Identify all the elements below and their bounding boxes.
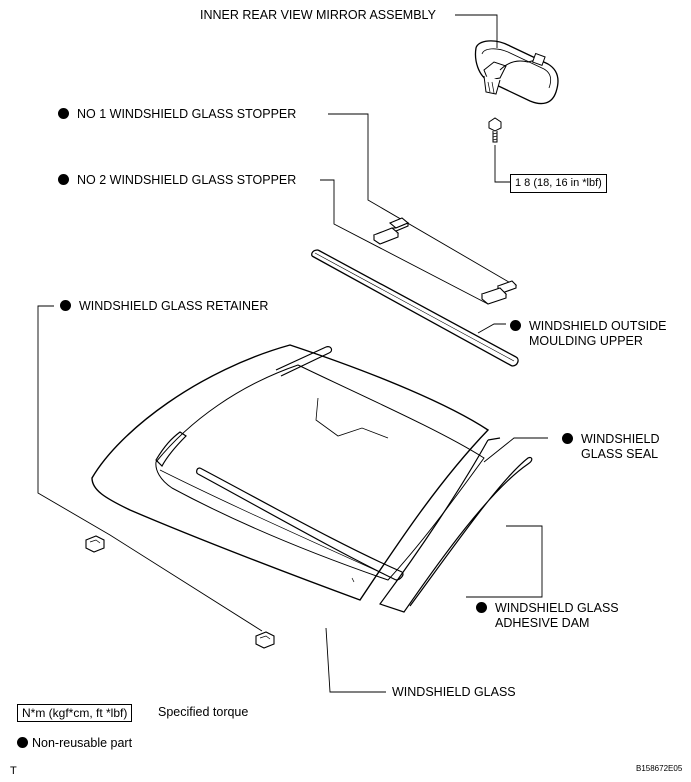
torque-spec-text: 1 8 (18, 16 in *lbf) — [515, 177, 602, 189]
windshield-glass — [91, 344, 490, 601]
label-stopper1: NO 1 WINDSHIELD GLASS STOPPER — [58, 107, 296, 122]
legend-torque-label: Specified torque — [158, 705, 249, 719]
legend-torque-unit: N*m (kgf*cm, ft *lbf) — [22, 706, 128, 720]
lower-strip — [196, 467, 404, 581]
legend-torque-text: Specified torque — [158, 705, 248, 720]
label-retainer-text: WINDSHIELD GLASS RETAINER — [79, 299, 269, 313]
retainer-leader — [37, 305, 263, 632]
label-adhesive-dam: WINDSHIELD GLASS ADHESIVE DAM — [476, 601, 619, 631]
moulding-leader — [477, 323, 506, 334]
non-reusable-dot-icon — [58, 108, 69, 119]
non-reusable-dot-icon — [60, 300, 71, 311]
screw — [488, 117, 502, 143]
label-glass-text: WINDSHIELD GLASS — [392, 685, 516, 699]
legend-torque-unit-box: N*m (kgf*cm, ft *lbf) — [17, 704, 133, 722]
corner-letter: T — [10, 764, 17, 779]
legend-nonreusable-label: Non-reusable part — [32, 736, 133, 750]
figure-code-text: B158672E05 — [636, 764, 683, 773]
torque-spec-box: 1 8 (18, 16 in *lbf) — [510, 174, 607, 193]
label-dam-line1: WINDSHIELD GLASS — [495, 601, 619, 615]
non-reusable-dot-icon — [17, 737, 28, 748]
retainer-clips — [85, 535, 275, 649]
stopper1-leader — [328, 113, 515, 286]
seal-leader — [483, 437, 548, 463]
label-moulding-line2: MOULDING UPPER — [529, 334, 643, 348]
non-reusable-dot-icon — [58, 174, 69, 185]
non-reusable-dot-icon — [510, 320, 521, 331]
label-mirror-text: INNER REAR VIEW MIRROR ASSEMBLY — [200, 8, 436, 22]
non-reusable-dot-icon — [476, 602, 487, 613]
non-reusable-dot-icon — [562, 433, 573, 444]
figure-code: B158672E05 — [636, 764, 682, 773]
label-stopper1-text: NO 1 WINDSHIELD GLASS STOPPER — [77, 107, 297, 121]
glass-seal — [379, 437, 533, 613]
stopper2-leader — [320, 179, 489, 305]
glass-retainer — [155, 346, 333, 467]
label-stopper2: NO 2 WINDSHIELD GLASS STOPPER — [58, 173, 296, 188]
label-seal-line2: GLASS SEAL — [581, 447, 659, 461]
moulding-upper — [311, 249, 519, 367]
dam-leader — [466, 525, 543, 598]
label-seal-line1: WINDSHIELD — [581, 432, 660, 446]
label-mirror-assembly: INNER REAR VIEW MIRROR ASSEMBLY — [200, 8, 436, 23]
label-windshield-glass: WINDSHIELD GLASS — [392, 685, 516, 700]
label-dam-line2: ADHESIVE DAM — [495, 616, 590, 630]
mirror-leader — [455, 14, 498, 48]
legend-nonreusable: Non-reusable part — [17, 736, 132, 751]
label-stopper2-text: NO 2 WINDSHIELD GLASS STOPPER — [77, 173, 297, 187]
stopper-pieces — [372, 217, 518, 305]
corner-letter-text: T — [10, 765, 17, 777]
label-moulding: WINDSHIELD OUTSIDE MOULDING UPPER — [510, 319, 667, 349]
rear-view-mirror — [474, 40, 559, 105]
glass-leader — [325, 627, 386, 693]
label-moulding-line1: WINDSHIELD OUTSIDE — [529, 319, 667, 333]
label-seal: WINDSHIELD GLASS SEAL — [562, 432, 659, 462]
label-retainer: WINDSHIELD GLASS RETAINER — [60, 299, 268, 314]
